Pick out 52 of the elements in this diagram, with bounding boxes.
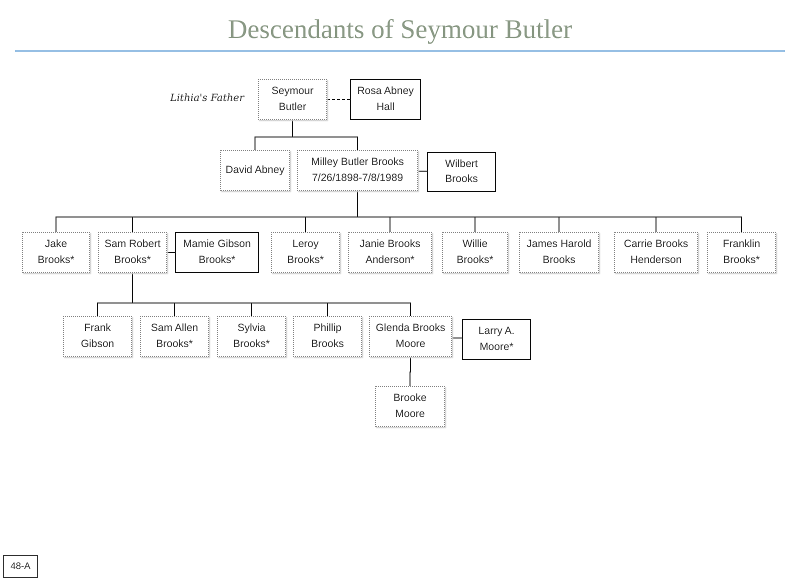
- person-name: Sam Allen Brooks*: [150, 321, 200, 352]
- person-name: 48-A: [10, 560, 31, 574]
- spouse-box: [175, 232, 259, 273]
- person-name: Sylvia Brooks*: [232, 321, 271, 352]
- person-box: [140, 316, 209, 357]
- person-box: [369, 316, 452, 357]
- spouse-box: [427, 152, 496, 192]
- person-name: Franklin Brooks*: [722, 237, 762, 268]
- person-name: Carrie Brooks Henderson: [622, 237, 690, 268]
- person-name: Phillip Brooks: [310, 321, 345, 352]
- spouse-box: [462, 319, 531, 360]
- person-box: [519, 232, 599, 273]
- person-box: [707, 232, 776, 273]
- diagram-title: Descendants of Seymour Butler: [226, 14, 574, 45]
- spouse-box: [350, 79, 421, 120]
- person-name: Rosa Abney Hall: [356, 84, 415, 114]
- person-name: Leroy Brooks*: [286, 237, 325, 268]
- person-box: [375, 386, 445, 427]
- person-box: [98, 232, 167, 273]
- person-name: Willie Brooks*: [456, 237, 494, 268]
- person-box: [258, 79, 327, 120]
- person-name: Frank Gibson: [80, 321, 116, 352]
- connector-line: [292, 120, 358, 150]
- page-number-box: [3, 555, 38, 578]
- person-box: [293, 316, 362, 357]
- person-box: [348, 232, 432, 273]
- person-box: [217, 316, 286, 357]
- person-name: Glenda Brooks Moore: [374, 321, 446, 352]
- person-box: [442, 232, 508, 273]
- connector-line: [418, 170, 428, 172]
- relation-note: Lithia's Father: [170, 93, 244, 104]
- person-box: [63, 316, 132, 357]
- person-box: [22, 232, 90, 273]
- person-name: Milley Butler Brooks 7/26/1898-7/8/1989: [310, 155, 405, 186]
- connector-line: [166, 252, 176, 253]
- person-box: [271, 232, 340, 273]
- person-name: Mamie Gibson Brooks*: [182, 237, 252, 268]
- person-name: Wilbert Brooks: [444, 156, 479, 187]
- person-name: Janie Brooks Anderson*: [358, 237, 422, 268]
- person-name: Larry A. Moore*: [477, 324, 516, 354]
- person-box: [614, 232, 698, 273]
- person-box: [297, 150, 418, 191]
- person-name: Brooke Moore: [392, 391, 428, 422]
- person-name: Jake Brooks*: [36, 237, 76, 268]
- connector-line: [410, 356, 411, 386]
- person-name: James Harold Brooks: [526, 237, 592, 268]
- dashed-connector: [326, 99, 350, 100]
- person-name: Sam Robert Brooks*: [103, 237, 162, 268]
- person-name: Seymour Butler: [270, 84, 314, 114]
- person-box: [220, 150, 290, 191]
- connector-line: [132, 272, 411, 316]
- person-name: David Abney: [226, 162, 284, 178]
